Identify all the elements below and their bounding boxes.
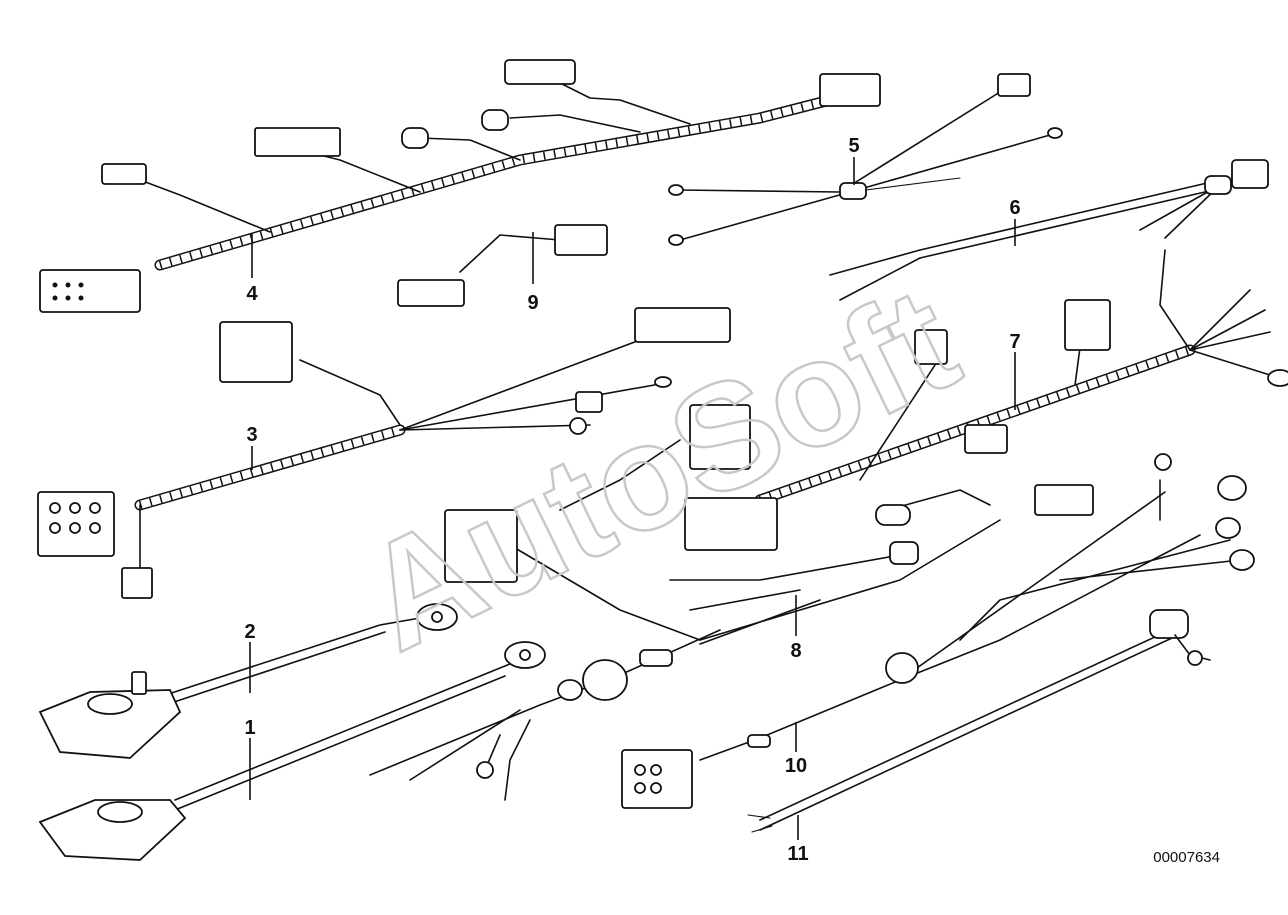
cable-11 bbox=[747, 609, 1211, 833]
harness-6 bbox=[829, 159, 1269, 301]
grommet bbox=[582, 659, 628, 701]
harness-7-inline-connector bbox=[964, 424, 1008, 454]
harness-4 bbox=[39, 59, 881, 313]
harness-5-sleeve bbox=[839, 182, 867, 200]
grommet-cable bbox=[369, 629, 721, 801]
callout-5: 5 bbox=[848, 135, 859, 157]
harness-4-top-connector bbox=[254, 127, 341, 157]
harness-3-strip-connector bbox=[634, 307, 731, 343]
callout-7: 7 bbox=[1009, 331, 1020, 353]
harness-8-bulb-holder bbox=[875, 504, 911, 526]
harness-8-left-connector bbox=[444, 509, 518, 583]
harness-10-pin-grid bbox=[634, 764, 662, 794]
harness-3-pin-grid bbox=[49, 502, 101, 534]
harness-4-small-plug bbox=[101, 163, 147, 185]
harness-5-plug bbox=[997, 73, 1031, 97]
harness-7-main-connector bbox=[684, 497, 778, 551]
callout-2: 2 bbox=[244, 621, 255, 643]
harness-9-left-connector bbox=[397, 279, 465, 307]
harness-6-sleeve bbox=[1204, 175, 1232, 195]
harness-5 bbox=[668, 73, 1063, 246]
harness-4-bulb-holder bbox=[401, 127, 429, 149]
harness-7 bbox=[684, 249, 1288, 551]
harness-4-bulb-holder-2 bbox=[481, 109, 509, 131]
harness-7-small-socket bbox=[914, 329, 948, 365]
callout-8: 8 bbox=[790, 640, 801, 662]
document-number: 00007634 bbox=[1153, 849, 1220, 866]
harness-8 bbox=[444, 404, 1094, 645]
harness-3-inline-plug bbox=[575, 391, 603, 413]
harness-8-right-connector bbox=[1034, 484, 1094, 516]
harness-3-top-square-connector bbox=[219, 321, 293, 383]
callout-4: 4 bbox=[246, 283, 258, 305]
harness-8-sleeve bbox=[889, 541, 919, 565]
leader-lines bbox=[249, 157, 1016, 840]
callout-10: 10 bbox=[785, 755, 807, 777]
harness-4-end-connector bbox=[39, 269, 141, 313]
harness-8-upper-connector bbox=[689, 404, 751, 470]
callout-9: 9 bbox=[527, 292, 538, 314]
cable-11-connector bbox=[1149, 609, 1189, 639]
callout-labels: 1 2 3 4 5 6 7 8 9 10 11 bbox=[244, 135, 1020, 865]
callout-6: 6 bbox=[1009, 197, 1020, 219]
harness-4-twin-plug bbox=[504, 59, 576, 85]
harness-3-drop-plug bbox=[121, 567, 153, 599]
harness-4-pin-grid bbox=[52, 282, 84, 301]
grommet-cable-sleeve bbox=[639, 649, 673, 667]
battery-cable-1-terminal-clamp bbox=[38, 799, 187, 861]
harness-3 bbox=[37, 307, 731, 599]
callout-11: 11 bbox=[787, 843, 808, 865]
harness-7-relay-socket bbox=[1064, 299, 1111, 351]
battery-cable-2-terminal-clamp bbox=[38, 689, 182, 759]
battery-cable-1 bbox=[38, 641, 546, 861]
callout-1: 1 bbox=[244, 717, 255, 739]
harness-4-right-connector bbox=[819, 73, 881, 107]
harness-10-connector bbox=[621, 749, 693, 809]
callout-3: 3 bbox=[246, 424, 257, 446]
harness-9 bbox=[397, 224, 608, 307]
battery-cable-2 bbox=[38, 603, 458, 759]
harness-9-right-connector bbox=[554, 224, 608, 256]
harness-10-grommet bbox=[885, 652, 919, 684]
harness-6-plug bbox=[1231, 159, 1269, 189]
harness-10 bbox=[621, 453, 1255, 809]
